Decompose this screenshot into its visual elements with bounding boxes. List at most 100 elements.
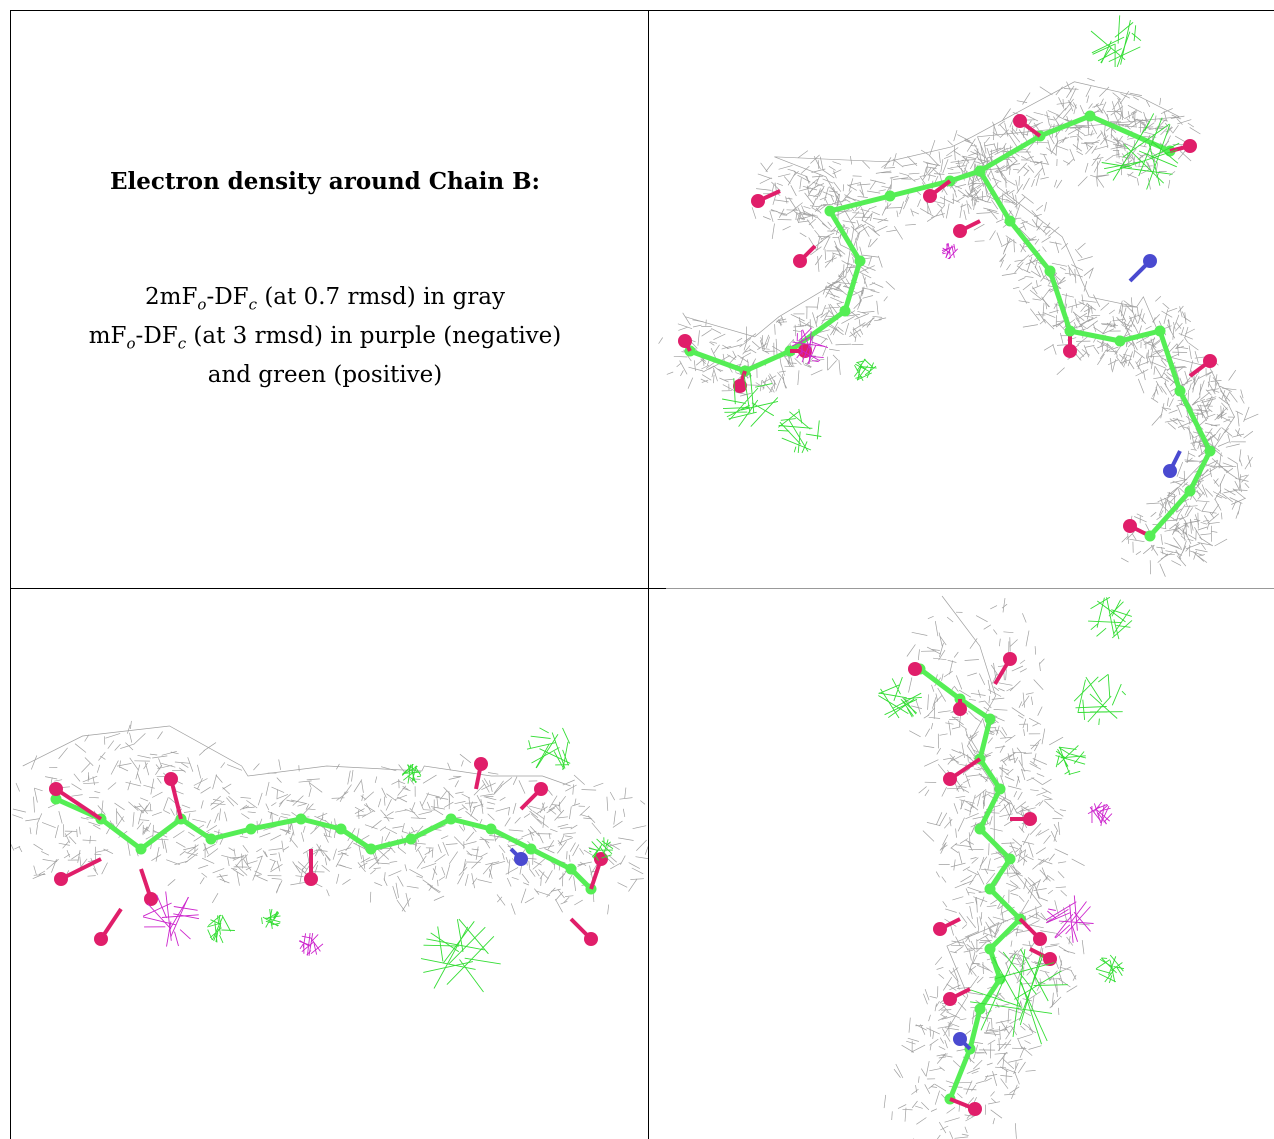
view3-carbon-atom <box>974 1003 986 1015</box>
view3-oxygen-atom <box>1033 932 1047 946</box>
view3-bond <box>977 826 1013 862</box>
view1-nitrogen-atom <box>1143 254 1157 268</box>
view1b-carbon-atom <box>1004 215 1016 227</box>
view2-hetero-bond <box>54 787 103 821</box>
table-border-top <box>10 10 1274 11</box>
view1b-bond <box>1177 388 1213 454</box>
view1-bond <box>1037 113 1093 139</box>
view1-positive-density <box>722 372 779 427</box>
view3-carbon-atom <box>984 713 996 725</box>
view3-bond <box>987 856 1013 892</box>
view1-bond <box>687 348 748 374</box>
view2-positive-density <box>420 918 501 993</box>
view1b-bond <box>977 168 1013 224</box>
view3-oxygen-atom <box>968 1102 982 1116</box>
view3-carbon-atom <box>984 943 996 955</box>
view2-oxygen-atom <box>94 932 108 946</box>
density-view-2-svg <box>11 720 648 993</box>
view1-bond <box>827 193 893 214</box>
view3-bond <box>987 916 1023 952</box>
view1-oxygen-atom <box>1123 519 1137 533</box>
view2-carbon-atom <box>565 863 577 875</box>
view1-carbon-atom <box>854 255 866 267</box>
view3-oxygen-atom <box>943 772 957 786</box>
view2-bond <box>178 816 214 842</box>
table-border-left <box>10 10 11 1139</box>
view3-oxygen-atom <box>1023 812 1037 826</box>
view1-carbon-atom <box>884 190 896 202</box>
view3-positive-density <box>1088 596 1133 640</box>
view3-nitrogen-atom <box>953 1032 967 1046</box>
caption-title: Electron density around Chain B: <box>109 168 541 195</box>
view2-positive-density <box>526 727 571 771</box>
view2-oxygen-atom <box>594 852 608 866</box>
view2-carbon-atom <box>205 833 217 845</box>
view1b-carbon-atom <box>1144 530 1156 542</box>
view3-oxygen-atom <box>933 922 947 936</box>
view2-bond <box>528 846 574 872</box>
view1-carbon-atom <box>824 205 836 217</box>
view1b-carbon-atom <box>1044 265 1056 277</box>
density-view-3-svg <box>878 595 1133 1139</box>
view3-oxygen-atom <box>908 662 922 676</box>
view1-negative-density <box>791 327 829 365</box>
view1-nitrogen-atom <box>1163 464 1177 478</box>
view3-carbon-atom <box>1004 853 1016 865</box>
view1-positive-density <box>1101 113 1180 190</box>
view2-oxygen-atom <box>304 872 318 886</box>
view3-oxygen-atom <box>943 992 957 1006</box>
view2-positive-density <box>206 914 235 944</box>
view2-carbon-atom <box>295 813 307 825</box>
view2-bond <box>488 826 534 852</box>
view3-carbon-atom <box>974 823 986 835</box>
view1b-bond <box>1007 218 1053 274</box>
view1-bond <box>827 208 863 264</box>
view3-bond <box>947 1046 973 1102</box>
view2-positive-density <box>401 763 422 784</box>
view1b-carbon-atom <box>974 165 986 177</box>
view1-oxygen-atom <box>1183 139 1197 153</box>
view2-positive-density <box>261 908 281 929</box>
view2-bond <box>138 816 184 852</box>
view3-bond <box>977 756 1003 792</box>
view3-oxygen-atom <box>1003 652 1017 666</box>
view1-oxygen-atom <box>751 194 765 208</box>
density-view-bottom-left <box>11 589 648 1139</box>
view1b-bond <box>1047 268 1073 334</box>
view1-oxygen-atom <box>953 224 967 238</box>
view1-oxygen-atom <box>1063 344 1077 358</box>
caption-line-2mfo: 2mFo-DFc (at 0.7 rmsd) in gray <box>145 284 505 314</box>
view2-bond <box>408 816 454 842</box>
view1-bond <box>977 133 1043 174</box>
table-divider-horizontal-left <box>10 588 636 589</box>
view1b-bond <box>1117 328 1163 344</box>
view3-positive-density <box>1055 745 1087 776</box>
view2-carbon-atom <box>245 823 257 835</box>
view1-negative-density <box>941 243 959 260</box>
view2-carbon-atom <box>485 823 497 835</box>
view3-oxygen-atom <box>953 702 967 716</box>
view2-bond <box>208 826 254 842</box>
view1b-carbon-atom <box>1174 385 1186 397</box>
view1b-bond <box>1157 328 1183 394</box>
view2-oxygen-atom <box>534 782 548 796</box>
view3-bond <box>987 886 1023 922</box>
view2-carbon-atom <box>445 813 457 825</box>
view1b-bond <box>1067 328 1123 344</box>
view2-carbon-atom <box>135 843 147 855</box>
view1b-oxygen-atom <box>733 379 747 393</box>
view2-negative-density <box>142 891 200 947</box>
view3-positive-density <box>1095 954 1125 984</box>
view3-bond <box>977 716 993 762</box>
view2-bond <box>248 816 304 832</box>
view1-gray-mesh <box>658 77 1259 577</box>
view2-bond <box>338 826 374 852</box>
view3-carbon-atom <box>984 883 996 895</box>
view1-positive-density <box>1090 15 1142 68</box>
view1b-bond <box>1187 448 1213 494</box>
view2-oxygen-atom <box>584 932 598 946</box>
table-divider-horizontal-right2 <box>666 588 1274 589</box>
view2-hetero-bond <box>60 857 102 881</box>
view1b-carbon-atom <box>1184 485 1196 497</box>
view1-positive-density <box>777 408 822 454</box>
